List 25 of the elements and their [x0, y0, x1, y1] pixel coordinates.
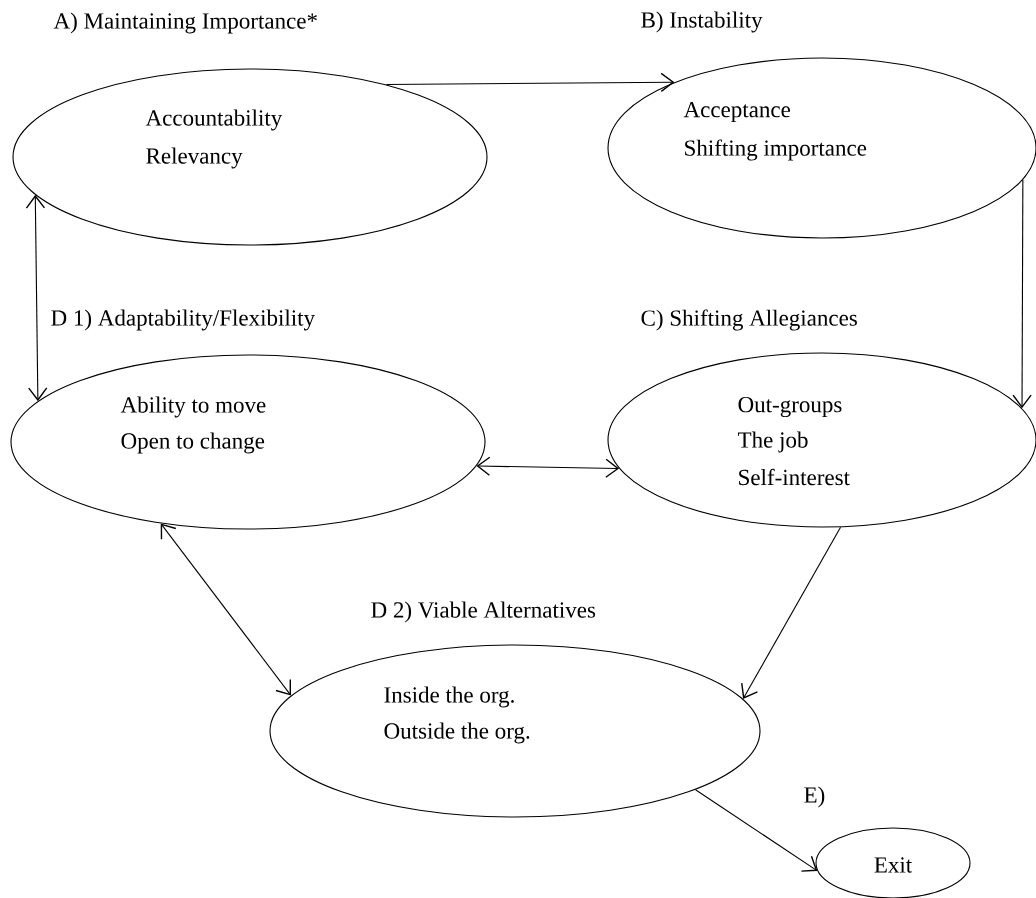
node-text: Relevancy	[146, 147, 243, 169]
node-text: Open to change	[121, 432, 265, 454]
node-text: Accountability	[145, 109, 283, 131]
arrow	[385, 72, 675, 93]
heading: D 2) Viable Alternatives	[371, 601, 596, 623]
node-text: Outside the org.	[384, 722, 530, 744]
node-text: The job	[738, 431, 808, 453]
heading: E)	[804, 786, 825, 808]
node-text: Ability to move	[120, 396, 266, 418]
heading: C) Shifting Allegiances	[641, 309, 857, 331]
arrow	[741, 526, 842, 699]
arrow	[25, 194, 48, 402]
heading: D 1) Adaptability/Flexibility	[51, 309, 315, 331]
node-text: Exit	[874, 857, 913, 873]
node-text: Shifting importance	[685, 139, 867, 161]
node-text: Out-groups	[738, 396, 842, 418]
arrow	[476, 456, 620, 478]
node-text: Acceptance	[683, 101, 791, 123]
arrow	[1012, 179, 1032, 409]
heading: B) Instability	[641, 11, 763, 33]
node-text: Self-interest	[739, 468, 850, 486]
heading: A) Maintaining Importance*	[53, 12, 317, 34]
arrow	[160, 523, 292, 696]
node-text: Inside the org.	[384, 686, 514, 708]
arrow	[695, 789, 818, 872]
